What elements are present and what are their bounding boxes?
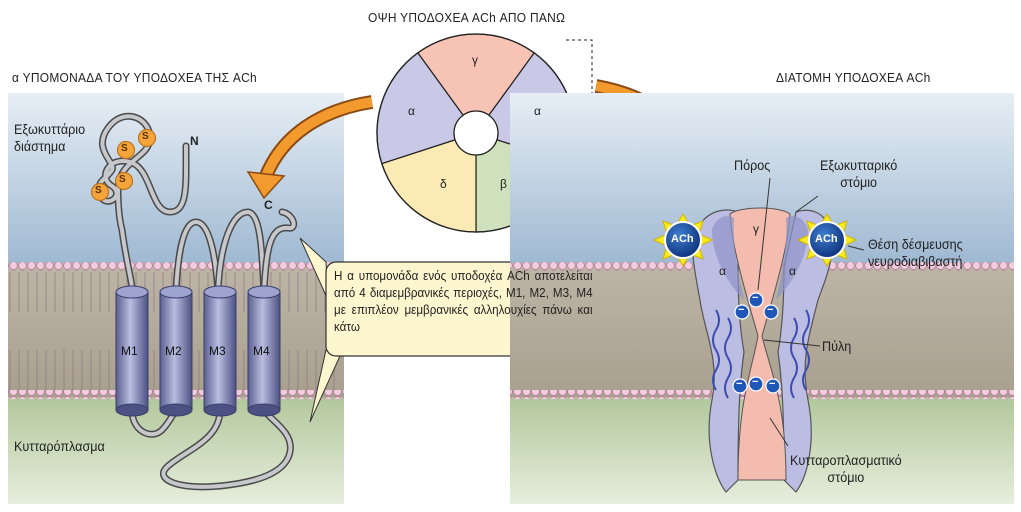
- cytoplasm-label: Κυτταρόπλασμα: [14, 438, 105, 454]
- charge-icon: [765, 378, 781, 394]
- helix-m3: [203, 285, 237, 417]
- sulfur-atom: [116, 140, 136, 160]
- charge-symbol: −: [752, 292, 759, 304]
- charge-symbol: −: [736, 378, 743, 390]
- channel-alpha-left-label: α: [719, 264, 726, 278]
- ach-label: ACh: [815, 233, 838, 245]
- sulfur-label: S: [121, 143, 128, 154]
- left-title: α ΥΠΟΜΟΝΑΔΑ ΤΟΥ ΥΠΟΔΟΧΕΑ ΤΗΣ ACh: [12, 70, 257, 85]
- right-title: ΔΙΑΤΟΜΗ ΥΠΟΔΟΧΕΑ ACh: [776, 70, 931, 85]
- extracellular-space: [8, 93, 344, 263]
- pie-label-delta: δ: [440, 177, 447, 191]
- pie-label-gamma: γ: [472, 53, 478, 67]
- charge-icon: [763, 304, 779, 320]
- binding-site-label: Θέση δέσμευσης νευροδιαβιβαστή: [868, 236, 963, 269]
- sulfur-label: S: [95, 185, 102, 196]
- cyto-mouth-label: Κυτταροπλασματικό στόμιο: [790, 452, 902, 485]
- disulfide-bridges: [90, 128, 157, 202]
- helix-label-m4: M4: [253, 344, 270, 358]
- ach-label: ACh: [671, 233, 694, 245]
- helix-label-m2: M2: [165, 344, 182, 358]
- charge-icon: [748, 292, 764, 308]
- pore-label: Πόρος: [734, 157, 771, 173]
- ach-right: [796, 213, 858, 267]
- sulfur-label: S: [119, 174, 126, 185]
- extracellular-label: Εξωκυττάριο διάστημα: [14, 121, 86, 154]
- leader-lines: [757, 177, 865, 447]
- pie-label-beta: β: [500, 177, 507, 191]
- charge-symbol: −: [752, 376, 759, 388]
- charge-symbol: −: [769, 378, 776, 390]
- channel-alpha-right-label: α: [789, 264, 796, 278]
- transmembrane-helices: [115, 285, 281, 417]
- ext-mouth-label: Εξωκυτταρικό στόμιο: [820, 157, 898, 190]
- sulfur-atom: [114, 171, 134, 191]
- top-title: ΟΨΗ ΥΠΟΔΟΧΕΑ ACh ΑΠΟ ΠΑΝΩ: [368, 10, 566, 25]
- n-terminus-label: N: [190, 134, 199, 148]
- sulfur-label: S: [142, 131, 149, 142]
- helix-m1: [115, 285, 149, 417]
- channel-gamma-label: γ: [753, 222, 759, 236]
- charge-symbol: −: [767, 304, 774, 316]
- charge-icon: [732, 378, 748, 394]
- channel: [692, 207, 833, 493]
- c-terminus-label: C: [264, 198, 273, 212]
- pie-label-alpha-left: α: [408, 104, 415, 118]
- helix-m4: [247, 285, 281, 417]
- helix-label-m3: M3: [209, 344, 226, 358]
- sulfur-atom: [90, 182, 110, 202]
- ach-left: [652, 213, 714, 267]
- right-panel: [510, 93, 1014, 504]
- pie-label-alpha-right: α: [534, 104, 541, 118]
- sulfur-atom: [137, 128, 157, 148]
- gate-label: Πύλη: [822, 338, 852, 354]
- helix-label-m1: M1: [121, 344, 138, 358]
- helix-m2: [159, 285, 193, 417]
- charge-icon: [734, 304, 750, 320]
- callout-text: Η α υπομονάδα ενός υποδοχέα ACh αποτελεί…: [334, 269, 593, 334]
- negative-charges: [732, 292, 781, 394]
- charge-icon: [748, 376, 764, 392]
- charge-symbol: −: [738, 304, 745, 316]
- central-pore: [453, 110, 499, 156]
- left-panel: [8, 93, 344, 504]
